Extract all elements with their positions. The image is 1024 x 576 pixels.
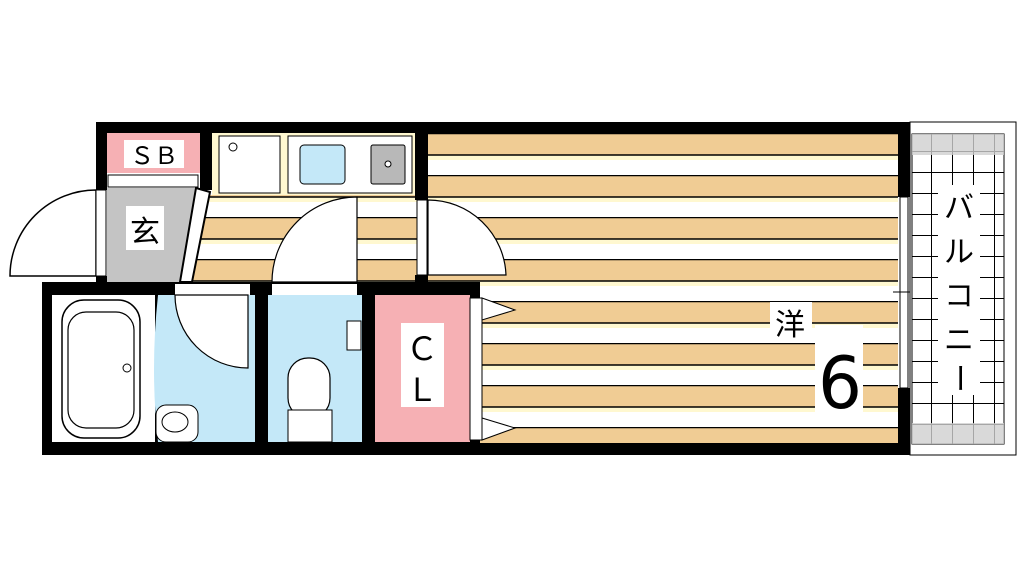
bathtub-drain-icon bbox=[122, 363, 132, 373]
western-room-size-bg bbox=[815, 325, 863, 420]
balcony-label-char: ー bbox=[941, 363, 976, 393]
balcony-tile-shade bbox=[912, 423, 1004, 444]
burner-icon bbox=[384, 160, 392, 168]
drain-icon bbox=[228, 142, 238, 152]
balcony-label-char: ニ bbox=[944, 323, 974, 358]
shoe-box-label: ＳＢ bbox=[130, 142, 178, 170]
toilet-door-frame bbox=[272, 284, 357, 295]
wall-top bbox=[96, 122, 910, 133]
toilet-tank bbox=[287, 409, 333, 443]
western-room-label-bg bbox=[770, 302, 812, 342]
closet-door-lower-swing bbox=[481, 417, 517, 441]
closet-door-upper-swing bbox=[481, 297, 517, 321]
entrance-label: 玄 bbox=[130, 215, 160, 250]
shoe-box-shelf bbox=[107, 174, 199, 188]
wall-left-lower bbox=[96, 276, 107, 284]
washroom-door-swing bbox=[174, 294, 249, 369]
western-room-size: 6 bbox=[818, 341, 862, 425]
wall-right-upper bbox=[898, 122, 910, 197]
balcony-label-char: ル bbox=[944, 235, 974, 270]
wall-kitchen-right bbox=[415, 122, 428, 200]
washroom-door-frame bbox=[175, 284, 250, 295]
kitchen-sink bbox=[299, 144, 346, 185]
toilet-paper-holder bbox=[346, 320, 362, 351]
toilet-door-swing bbox=[271, 196, 358, 283]
western-room-label: 洋 bbox=[775, 308, 805, 343]
closet-label-bg bbox=[401, 323, 444, 407]
entrance-label-bg bbox=[126, 206, 164, 250]
wall-right-lower bbox=[898, 388, 910, 455]
shoe-box-label-bg bbox=[124, 140, 184, 168]
balcony-tile-shade bbox=[912, 134, 1004, 155]
wall-kitchen-right-lower bbox=[415, 275, 428, 285]
balcony-label-char: バ bbox=[944, 191, 974, 226]
closet-label-l: Ｌ bbox=[406, 371, 438, 409]
wall-left-upper bbox=[96, 122, 107, 190]
closet-door bbox=[469, 297, 483, 441]
wall-sb-right bbox=[200, 122, 212, 190]
closet-label-c: Ｃ bbox=[406, 330, 438, 368]
entrance-door-swing bbox=[9, 189, 97, 277]
toilet-bowl bbox=[287, 357, 331, 419]
refrigerator-space bbox=[218, 135, 281, 194]
balcony-label-bg bbox=[938, 185, 980, 395]
room-door-swing bbox=[427, 199, 507, 276]
bathtub-inner bbox=[67, 311, 135, 429]
wall-bottom bbox=[470, 443, 910, 455]
entrance-door bbox=[95, 189, 107, 277]
washbasin-bowl bbox=[161, 411, 189, 433]
room-door-frame bbox=[416, 199, 428, 276]
balcony-label-char: コ bbox=[944, 279, 974, 314]
